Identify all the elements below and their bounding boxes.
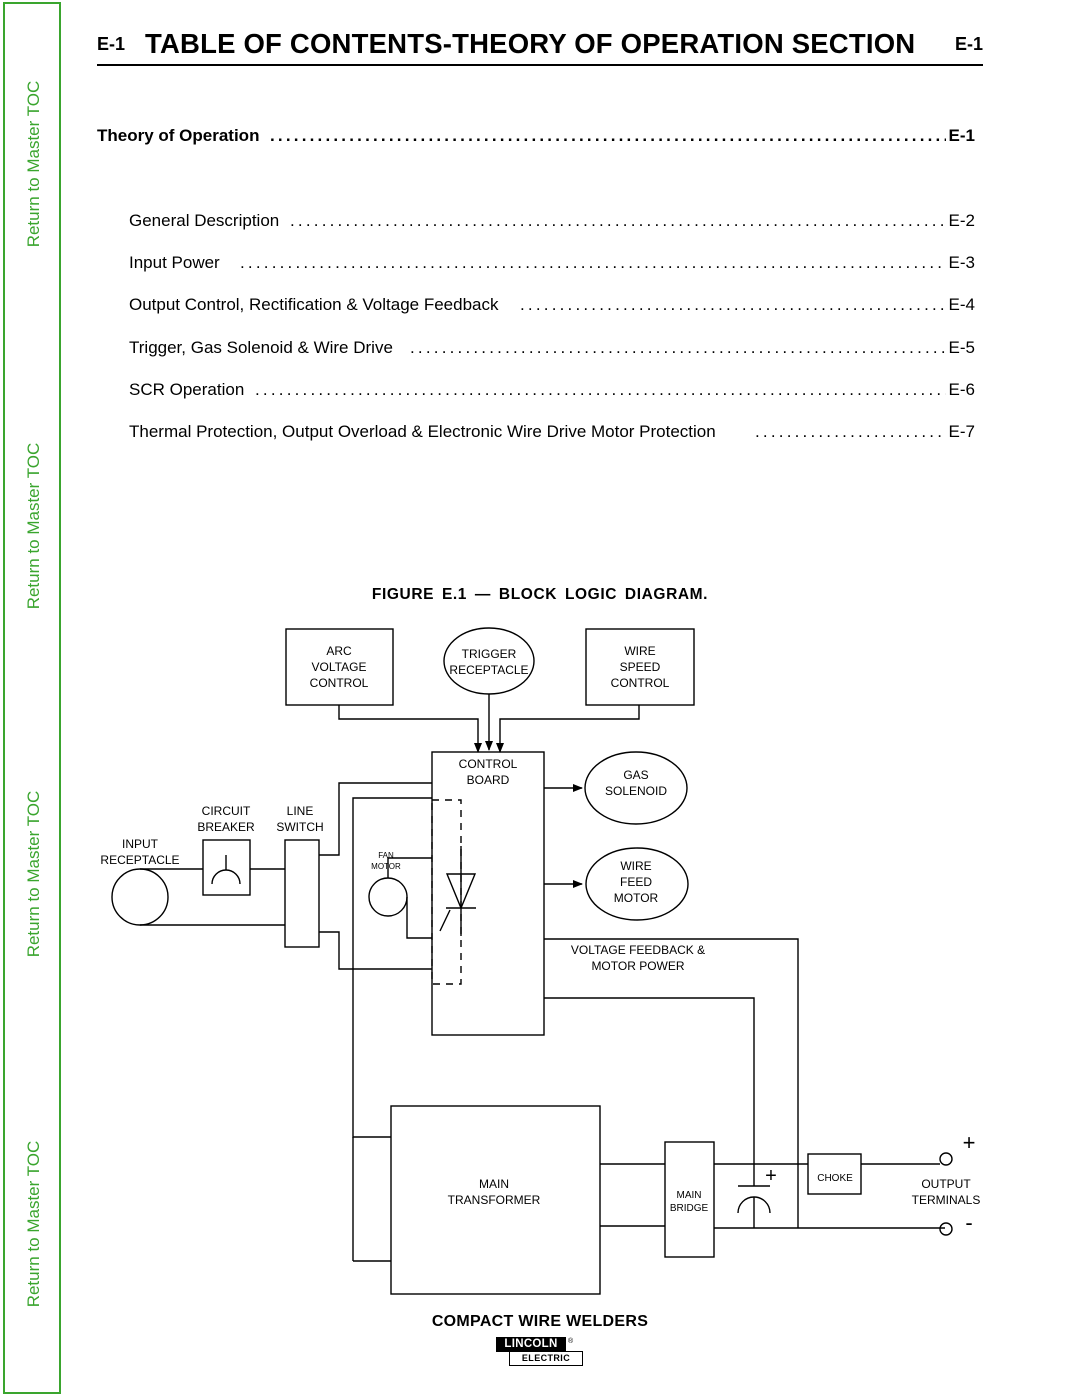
section-header: E-1 TABLE OF CONTENTS-THEORY OF OPERATIO…	[97, 28, 983, 66]
line-switch-symbol	[284, 839, 320, 948]
output-minus-sign: -	[965, 1210, 972, 1235]
output-terminals-label-1: OUTPUT	[921, 1177, 971, 1191]
control-board-block	[431, 751, 545, 1036]
fan-motor-label-1: FAN	[378, 851, 394, 860]
toc-entry-theory-of-operation[interactable]: Theory of Operation ....................…	[0, 126, 1080, 150]
toc-entry-label: Trigger, Gas Solenoid & Wire Drive	[129, 338, 399, 358]
wire-speed-control-block	[585, 628, 695, 706]
control-board-label-1: CONTROL	[459, 757, 518, 771]
toc-entry-page: E-4	[945, 295, 975, 315]
choke-block	[807, 1153, 862, 1195]
toc-entry[interactable]: General Description ....................…	[0, 211, 1080, 235]
output-terminal-positive	[939, 1152, 953, 1166]
input-receptacle-label-1: INPUT	[122, 837, 159, 851]
toc-entry-label: Theory of Operation	[97, 126, 266, 146]
logo-bottom-text: ELECTRIC	[509, 1351, 583, 1366]
toc-entry-label: SCR Operation	[129, 380, 251, 400]
toc-entry-page: E-7	[945, 422, 975, 442]
output-terminals-label-2: TERMINALS	[912, 1193, 981, 1207]
wire-feed-label-1: WIRE	[620, 859, 651, 873]
toc-leader-dots: ........................................…	[410, 338, 950, 357]
line-switch-label-2: SWITCH	[276, 820, 323, 834]
main-transformer-label-1: MAIN	[479, 1177, 509, 1191]
circuit-breaker-label-2: BREAKER	[197, 820, 255, 834]
main-bridge-label-2: BRIDGE	[670, 1203, 709, 1214]
toc-entry-page: E-2	[945, 211, 975, 231]
logo-registered-mark: ®	[568, 1338, 574, 1345]
wire-speed-label-1: WIRE	[624, 644, 655, 658]
toc-entry[interactable]: Output Control, Rectification & Voltage …	[0, 295, 1080, 319]
toc-entry-label: General Description	[129, 211, 286, 231]
trigger-label-2: RECEPTACLE	[449, 663, 528, 677]
logo-top-text: LINCOLN	[496, 1337, 566, 1352]
circuit-breaker-symbol	[202, 839, 251, 896]
sidebar-frame: Return to Master TOC Return to Master TO…	[3, 2, 61, 1394]
trigger-label-1: TRIGGER	[462, 647, 517, 661]
section-code-right: E-1	[954, 34, 983, 54]
voltage-feedback-label-2: MOTOR POWER	[591, 959, 684, 973]
toc-entry[interactable]: SCR Operation ..........................…	[0, 380, 1080, 404]
toc-entry-label: Output Control, Rectification & Voltage …	[129, 295, 505, 315]
section-code-left: E-1	[97, 34, 126, 54]
main-transformer-block	[390, 1105, 601, 1295]
line-switch-label-1: LINE	[287, 804, 314, 818]
choke-label: CHOKE	[817, 1173, 853, 1184]
wire-feed-label-3: MOTOR	[614, 891, 659, 905]
toc-leader-dots: ........................................…	[755, 422, 950, 441]
figure-title: FIGURE E.1 — BLOCK LOGIC DIAGRAM.	[371, 586, 709, 603]
output-plus-sign: +	[963, 1130, 976, 1155]
toc-leader-dots: ........................................…	[290, 211, 950, 230]
wire-speed-label-3: CONTROL	[611, 676, 670, 690]
input-receptacle-label-2: RECEPTACLE	[100, 853, 179, 867]
arc-voltage-label-2: VOLTAGE	[312, 660, 367, 674]
lincoln-electric-logo: LINCOLN ® ELECTRIC	[493, 1337, 585, 1367]
toc-leader-dots: ........................................…	[255, 380, 950, 399]
output-terminal-negative	[939, 1222, 953, 1236]
circuit-breaker-label-1: CIRCUIT	[202, 804, 251, 818]
arc-voltage-label-3: CONTROL	[310, 676, 369, 690]
toc-leader-dots: ........................................…	[270, 126, 950, 145]
input-receptacle-symbol	[111, 868, 169, 926]
wire-feed-motor-block	[585, 847, 689, 921]
toc-entry-page: E-1	[945, 126, 975, 146]
toc-entry[interactable]: Thermal Protection, Output Overload & El…	[0, 422, 1080, 446]
capacitor-plus-sign: +	[765, 1165, 777, 1187]
fan-motor-symbol	[368, 877, 408, 917]
wire-speed-label-2: SPEED	[620, 660, 661, 674]
main-bridge-block	[664, 1141, 715, 1258]
toc-entry-label: Thermal Protection, Output Overload & El…	[129, 422, 722, 442]
voltage-feedback-label-1: VOLTAGE FEEDBACK &	[571, 943, 705, 957]
toc-entry-page: E-6	[945, 380, 975, 400]
toc-entry-page: E-5	[945, 338, 975, 358]
toc-entry-label: Input Power	[129, 253, 226, 273]
trigger-receptacle-block	[443, 627, 535, 695]
toc-entry-page: E-3	[945, 253, 975, 273]
wire-feed-label-2: FEED	[620, 875, 652, 889]
toc-leader-dots: ........................................…	[520, 295, 950, 314]
toc-entry[interactable]: Trigger, Gas Solenoid & Wire Drive .....…	[0, 338, 1080, 362]
main-transformer-label-2: TRANSFORMER	[448, 1193, 541, 1207]
control-board-label-2: BOARD	[467, 773, 510, 787]
gas-solenoid-label-1: GAS	[623, 768, 648, 782]
fan-motor-label-2: MOTOR	[371, 862, 401, 871]
toc-leader-dots: ........................................…	[240, 253, 950, 272]
arc-voltage-label-1: ARC	[326, 644, 352, 658]
gas-solenoid-block	[584, 751, 688, 825]
footer-title: COMPACT WIRE WELDERS	[431, 1313, 649, 1330]
main-bridge-label-1: MAIN	[677, 1190, 702, 1201]
page-title: TABLE OF CONTENTS-THEORY OF OPERATION SE…	[145, 28, 916, 59]
toc-entry[interactable]: Input Power ............................…	[0, 253, 1080, 277]
gas-solenoid-label-2: SOLENOID	[605, 784, 667, 798]
